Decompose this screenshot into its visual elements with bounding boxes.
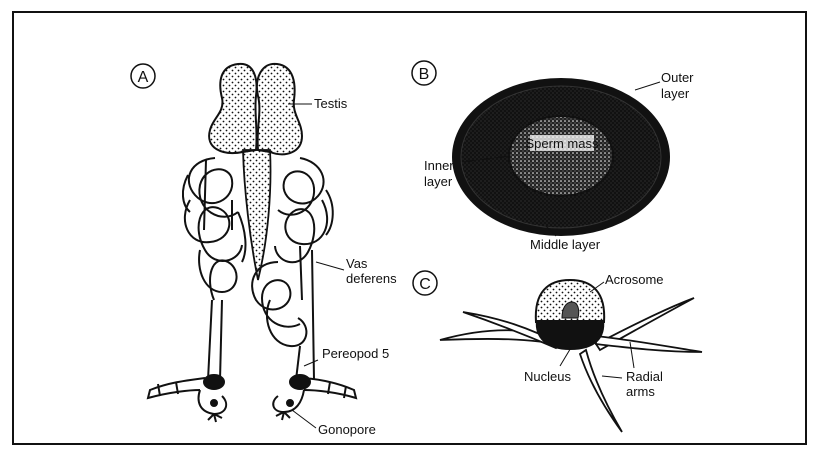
- testis-label: Testis: [314, 96, 348, 111]
- panel-c-letter-badge: C: [413, 271, 437, 295]
- testis-illustration: [209, 64, 302, 280]
- panel-b: B Outer layer Sperm mass Inner layer Mid…: [412, 61, 694, 252]
- panel-a-letter-badge: A: [131, 64, 155, 88]
- panel-a-letter: A: [138, 69, 149, 86]
- vas-deferens-label-line1: Vas: [346, 256, 368, 271]
- vas-deferens-label-line2: deferens: [346, 271, 397, 286]
- vas-deferens-left: [183, 158, 246, 380]
- inner-layer-label-line1: Inner: [424, 158, 454, 173]
- panel-b-letter-badge: B: [412, 61, 436, 85]
- pereopods: [148, 375, 356, 422]
- inner-layer-label-line2: layer: [424, 174, 453, 189]
- spermatophore-cross-section: [452, 78, 670, 236]
- sperm-mass-label: Sperm mass: [526, 136, 599, 151]
- outer-layer-label-line1: Outer: [661, 70, 694, 85]
- panel-a: A: [131, 64, 397, 437]
- radial-arms-label-line2: arms: [626, 384, 655, 399]
- panel-c: C Acrosome Nucleus Radial arms: [413, 271, 702, 432]
- panel-b-letter: B: [419, 66, 430, 83]
- middle-layer-label: Middle layer: [530, 237, 601, 252]
- radial-arms-label-line1: Radial: [626, 369, 663, 384]
- panel-c-letter: C: [419, 276, 431, 293]
- nucleus-label: Nucleus: [524, 369, 571, 384]
- sperm-cell-illustration: [440, 280, 702, 432]
- pereopod-label: Pereopod 5: [322, 346, 389, 361]
- gonopore-label: Gonopore: [318, 422, 376, 437]
- outer-layer-label-line2: layer: [661, 86, 690, 101]
- acrosome-label: Acrosome: [605, 272, 664, 287]
